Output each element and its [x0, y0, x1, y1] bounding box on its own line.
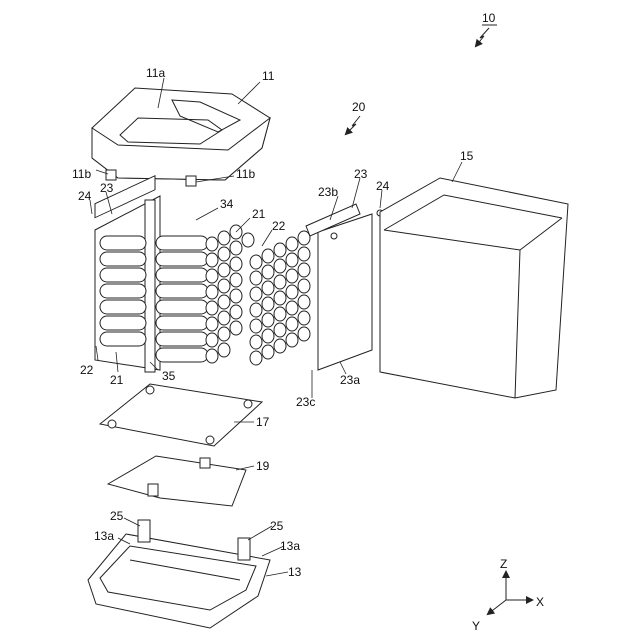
- label-15: 15: [460, 149, 474, 163]
- label-23c: 23c: [296, 395, 315, 409]
- label-23b: 23b: [318, 185, 338, 199]
- label-20: 20: [352, 100, 366, 114]
- label-34: 34: [220, 197, 234, 211]
- label-11: 11: [262, 69, 275, 83]
- coordinate-axes: Z X Y: [472, 557, 544, 633]
- label-21-top: 21: [252, 207, 266, 221]
- label-11b-right: 11b: [236, 167, 255, 181]
- reference-10: 10: [476, 11, 497, 46]
- axis-label-z: Z: [500, 557, 507, 571]
- label-24-left: 24: [78, 189, 92, 203]
- label-23-left: 23: [100, 181, 114, 195]
- cell-end-array: [250, 231, 310, 365]
- label-25-right: 25: [270, 519, 284, 533]
- label-17: 17: [256, 415, 270, 429]
- side-bracket-plate: [306, 204, 383, 370]
- axis-label-x: X: [536, 595, 544, 609]
- label-11b-left: 11b: [72, 167, 91, 181]
- reference-20: 20: [346, 100, 366, 134]
- label-21-bottom: 21: [110, 373, 124, 387]
- circuit-board: [108, 456, 246, 506]
- label-19: 19: [256, 459, 270, 473]
- label-13a-right: 13a: [280, 539, 300, 553]
- base-plate: [100, 384, 262, 446]
- label-10: 10: [482, 11, 496, 25]
- label-35: 35: [162, 369, 176, 383]
- label-24-right: 24: [376, 179, 390, 193]
- axis-label-y: Y: [472, 619, 480, 633]
- bottom-case: [88, 520, 270, 628]
- label-11a: 11a: [146, 66, 165, 80]
- label-13: 13: [288, 565, 302, 579]
- label-23-right: 23: [354, 167, 368, 181]
- label-23a: 23a: [340, 373, 360, 387]
- label-25-left: 25: [110, 509, 124, 523]
- label-22-mid: 22: [272, 219, 286, 233]
- cell-rows: [100, 225, 254, 363]
- outer-case: [380, 178, 568, 398]
- label-13a-left: 13a: [94, 529, 114, 543]
- label-22-left: 22: [80, 363, 94, 377]
